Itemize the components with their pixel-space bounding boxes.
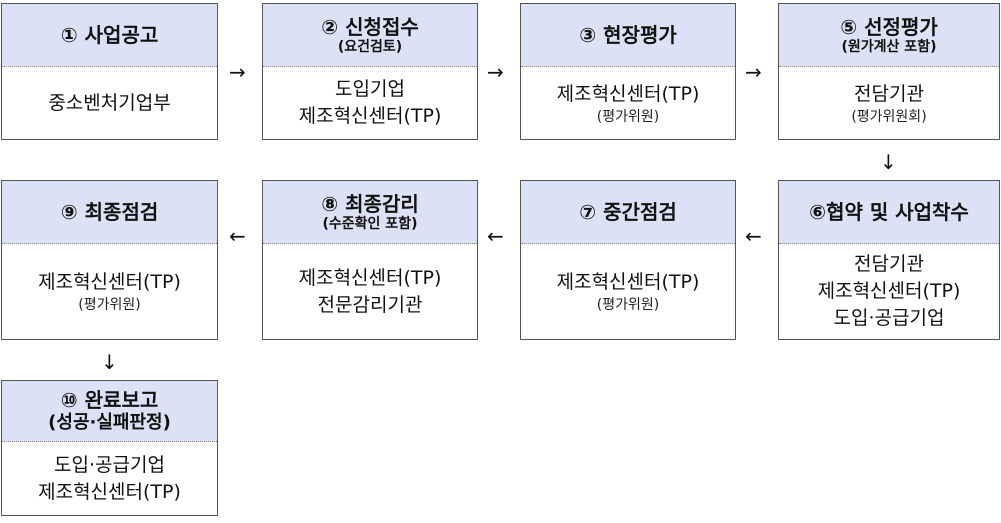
step-line: 제조혁신센터(TP) (817, 280, 961, 302)
step-body: 제조혁신센터(TP) 전문감리기관 (263, 244, 477, 339)
step-header: ⑤ 선정평가 (원가계산 포함) (779, 4, 999, 67)
step-header: ⑨ 최종점검 (2, 181, 217, 244)
step-note: (평가위원) (78, 297, 141, 313)
step-title: ⑦ 중간점검 (579, 200, 677, 224)
step-title: ① 사업공고 (60, 23, 159, 47)
step-line: 제조혁신센터(TP) (298, 105, 442, 127)
step-line: 제조혁신센터(TP) (38, 271, 181, 293)
step-title: ⑨ 최종점검 (60, 200, 159, 224)
step-body: 제조혁신센터(TP) (평가위원) (2, 244, 217, 339)
arrow-left-1: ← (745, 224, 762, 248)
step-line: 전담기관 (854, 253, 924, 275)
step-line: 중소벤처기업부 (48, 91, 171, 114)
step-contract-start: ⑥협약 및 사업착수 전담기관 제조혁신센터(TP) 도입·공급기업 (778, 180, 1000, 340)
arrow-down-2: ↓ (101, 350, 118, 374)
arrow-left-2: ← (487, 224, 504, 248)
step-subtitle: (수준확인 포함) (322, 215, 418, 232)
step-subtitle: (원가계산 포함) (841, 38, 937, 55)
step-title: ⑤ 선정평가 (840, 14, 938, 39)
step-final-audit: ⑧ 최종감리 (수준확인 포함) 제조혁신센터(TP) 전문감리기관 (262, 180, 478, 340)
step-application: ② 신청접수 (요건검토) 도입기업 제조혁신센터(TP) (262, 3, 478, 140)
arrow-right-3: → (745, 60, 762, 84)
step-title: ⑩ 완료보고 (60, 388, 159, 412)
step-body: 도입기업 제조혁신센터(TP) (263, 67, 477, 139)
step-line: 제조혁신센터(TP) (38, 480, 181, 503)
step-title: ② 신청접수 (321, 14, 419, 39)
step-body: 도입·공급기업 제조혁신센터(TP) (2, 442, 217, 515)
step-subtitle: (요건검토) (337, 38, 403, 55)
step-header: ⑦ 중간점검 (521, 181, 735, 244)
step-line: 제조혁신센터(TP) (298, 266, 442, 289)
step-header: ⑥협약 및 사업착수 (779, 181, 999, 244)
step-interim-check: ⑦ 중간점검 제조혁신센터(TP) (평가위원) (520, 180, 736, 340)
step-title: ③ 현장평가 (579, 23, 677, 47)
step-body: 중소벤처기업부 (2, 67, 217, 139)
arrow-left-3: ← (229, 224, 246, 248)
arrow-right-1: → (229, 60, 246, 84)
step-header: ⑧ 최종감리 (수준확인 포함) (263, 181, 477, 244)
step-title: ⑧ 최종감리 (321, 191, 419, 216)
step-body: 제조혁신센터(TP) (평가위원) (521, 244, 735, 339)
step-header: ⑩ 완료보고 (성공·실패판정) (2, 381, 217, 442)
arrow-down-1: ↓ (880, 150, 897, 174)
step-body: 제조혁신센터(TP) (평가위원) (521, 67, 735, 139)
step-note: (평가위원회) (851, 108, 927, 125)
step-completion-report: ⑩ 완료보고 (성공·실패판정) 도입·공급기업 제조혁신센터(TP) (1, 380, 218, 516)
step-header: ③ 현장평가 (521, 4, 735, 67)
step-line: 도입·공급기업 (54, 453, 165, 476)
step-line: 전담기관 (854, 82, 924, 105)
step-line: 도입·공급기업 (833, 307, 945, 329)
step-line: 제조혁신센터(TP) (556, 82, 700, 105)
step-header: ② 신청접수 (요건검토) (263, 4, 477, 67)
step-note: (평가위원) (596, 108, 660, 125)
step-selection-evaluation: ⑤ 선정평가 (원가계산 포함) 전담기관 (평가위원회) (778, 3, 1000, 140)
step-line: 전문감리기관 (317, 293, 423, 316)
step-announcement: ① 사업공고 중소벤처기업부 (1, 3, 218, 140)
step-site-evaluation: ③ 현장평가 제조혁신센터(TP) (평가위원) (520, 3, 736, 140)
step-subtitle: (성공·실패판정) (48, 412, 171, 433)
step-line: 제조혁신센터(TP) (556, 271, 700, 293)
step-header: ① 사업공고 (2, 4, 217, 67)
step-final-check: ⑨ 최종점검 제조혁신센터(TP) (평가위원) (1, 180, 218, 340)
step-body: 전담기관 제조혁신센터(TP) 도입·공급기업 (779, 244, 999, 339)
step-note: (평가위원) (596, 297, 660, 313)
step-title: ⑥협약 및 사업착수 (809, 200, 969, 224)
step-line: 도입기업 (335, 78, 405, 100)
arrow-right-2: → (487, 60, 504, 84)
step-body: 전담기관 (평가위원회) (779, 67, 999, 139)
